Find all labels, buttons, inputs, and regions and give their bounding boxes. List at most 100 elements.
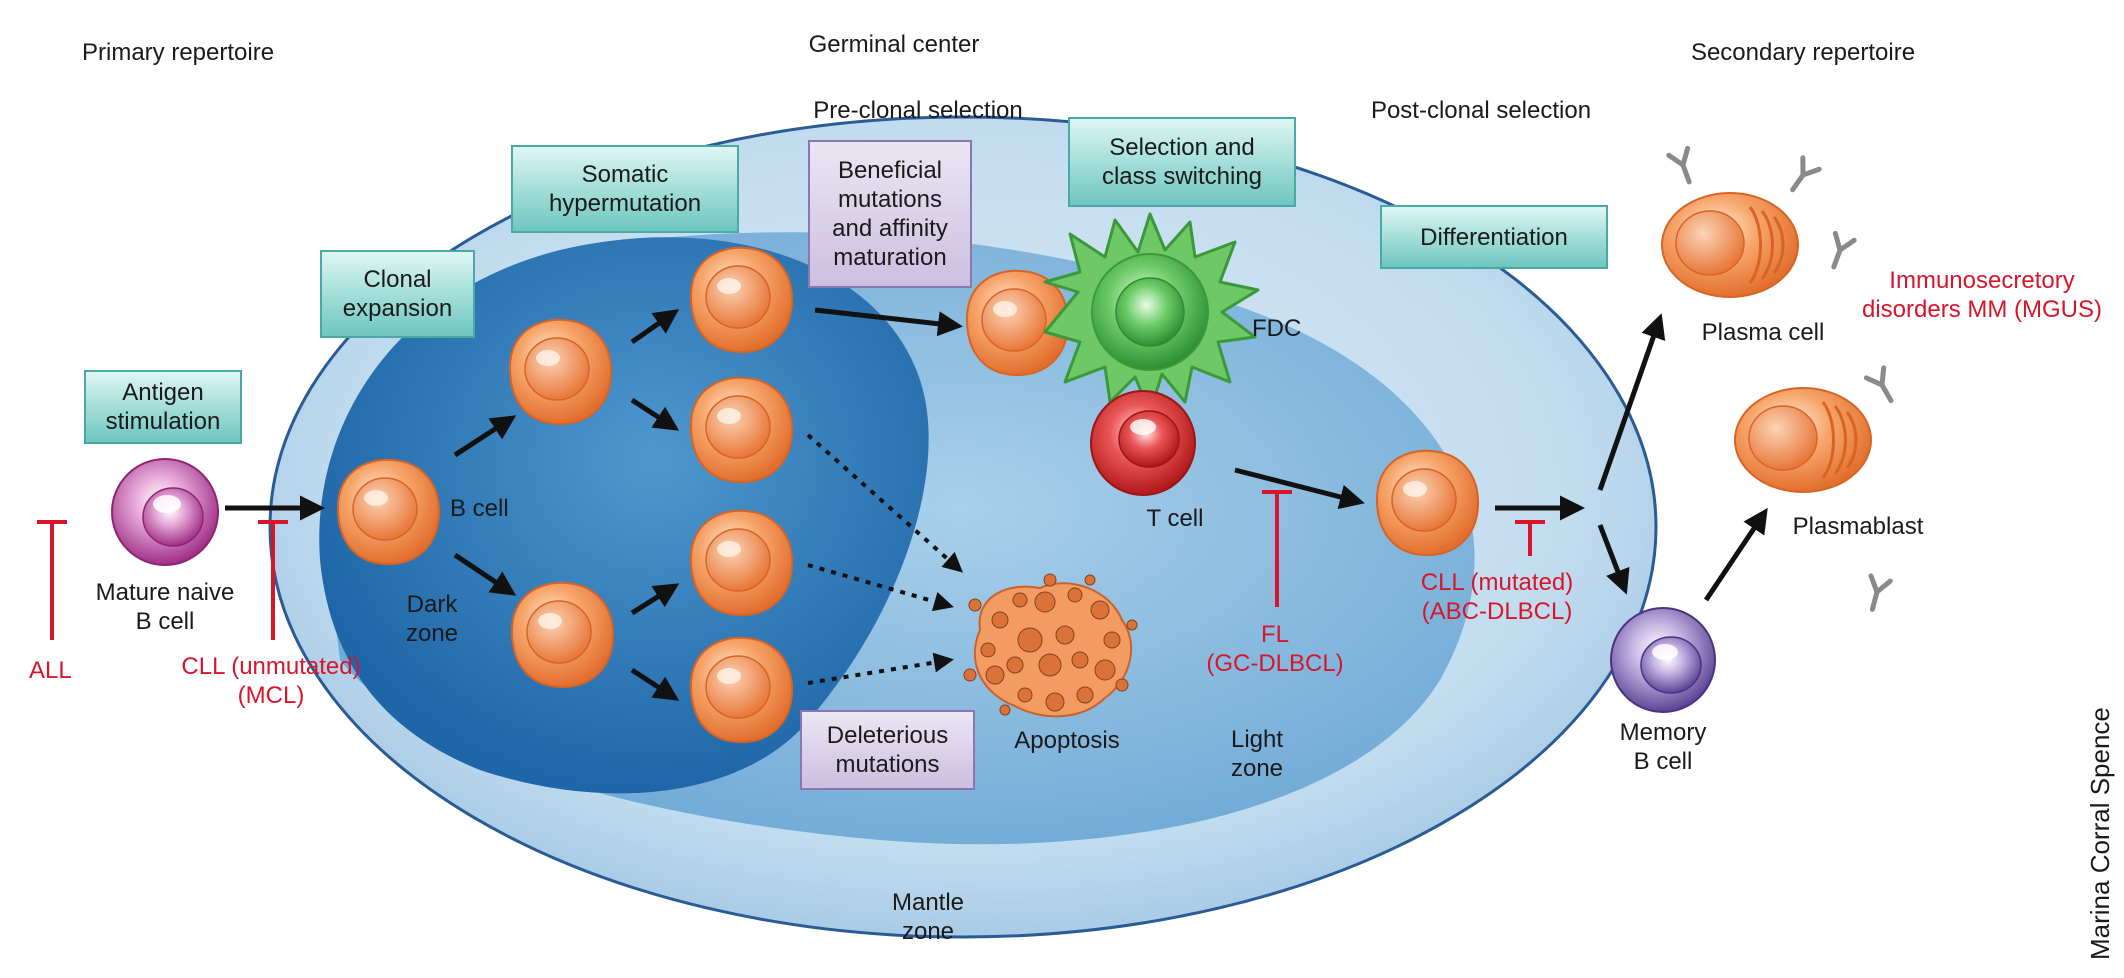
antibody-icon [1669,148,1699,185]
block-cll-unmutated [258,520,288,640]
label-line: FL [1260,621,1289,648]
box-line: Somatic [581,161,669,188]
germinal-center-label: Germinal center [808,31,980,58]
box-line: expansion [342,295,453,322]
disease-cll-unmutated-label: CLL (unmutated)(MCL) [181,652,360,710]
arrow-upper-top [630,309,680,345]
box-line: mutations [837,186,943,213]
label-line: Light [1230,726,1284,753]
label-line: CLL (mutated) [1420,569,1574,596]
arrow-upper-bottom [630,397,680,431]
artist-credit: Marina Corral Spence [2085,707,2115,960]
label-line: B cell [135,608,195,635]
block-all [37,520,67,640]
t-cell [1090,390,1196,496]
apoptosis-label: Apoptosis [1014,727,1120,754]
memory-b-cell [1610,607,1716,713]
b-cell-mutant-4 [690,636,794,744]
box-line: class switching [1101,163,1263,190]
box-line: mutations [835,751,940,778]
label-line: Mature naive [95,579,235,606]
arrow-to-selection [814,307,963,337]
label-line: zone [405,620,459,647]
box-line: Clonal [363,266,432,293]
arrow-to-upper-cell [453,415,517,458]
progression-arrows [225,307,1768,701]
box-line: Antigen [122,379,204,406]
b-cell-mutant-3 [690,509,794,617]
apoptosis-arrows [806,433,963,685]
antibody-icon [1784,158,1819,196]
plasma-cell-label: Plasma cell [1701,319,1825,346]
label-line: (MCL) [237,682,305,709]
label-line: disorders MM (MGUS) [1861,296,2103,323]
disease-cll-mutated-label: CLL (mutated)(ABC-DLBCL) [1421,568,1574,626]
label-line: Dark [406,591,458,618]
label-line: (GC-DLBCL) [1206,650,1344,677]
label-line: Memory [1619,719,1707,746]
box-line: Beneficial [837,157,943,184]
block-markers [37,490,1545,640]
b-cell-founder [337,458,441,566]
dotted-arrow-1 [806,433,963,573]
b-cell-mutant-1 [690,246,794,354]
box-line: maturation [833,244,947,271]
label-line: CLL (unmutated) [181,653,361,680]
box-line: Deleterious [826,722,949,749]
box-line: Differentiation [1420,223,1568,251]
mature-naive-b-cell [111,458,219,566]
label-line: B cell [1633,748,1693,775]
b-cell-lower [511,581,615,689]
box-line: stimulation [105,408,221,435]
arrow-memory-to-plasmablast [1703,507,1768,602]
label-line: zone [901,918,955,945]
b-cell-post-selection [1376,449,1480,557]
label-line: Mantle [891,889,965,916]
block-cll-mutated [1515,520,1545,556]
plasmablast-cell [1734,387,1872,493]
fdc-label: FDC [1252,315,1302,342]
b-cell-upper [509,318,613,426]
antibody-icon [1824,233,1854,270]
post-clonal-selection-label: Post-clonal selection [1370,97,1592,124]
antibody-icon [1866,368,1899,406]
t-cell-label: T cell [1146,505,1204,532]
arrow-lower-bottom [630,667,680,701]
differentiation-box: Differentiation [1380,205,1608,269]
arrow-to-lower-cell [453,552,517,596]
label-line: (ABC-DLBCL) [1421,598,1573,625]
plasmablast-label: Plasmablast [1792,513,1924,540]
apoptotic-body [963,573,1138,718]
fdc-cell [1043,212,1260,414]
box-line: Selection and [1109,134,1255,161]
primary-repertoire-label: Primary repertoire [82,39,275,66]
arrow-tcell-to-cell [1234,467,1365,510]
disease-all-label: ALL [29,657,72,684]
arrow-to-memory [1597,524,1630,595]
label-line: Immunosecretory [1889,267,2075,294]
plasma-cell [1661,192,1799,298]
dotted-arrow-2 [807,563,954,612]
b-cell-label: B cell [450,495,509,522]
label-line: zone [1230,755,1284,782]
arrow-lower-top [630,583,680,616]
pre-clonal-selection-label: Pre-clonal selection [813,97,1023,124]
box-line: and affinity [832,215,948,242]
arrow-to-plasma [1597,313,1666,491]
box-line: hypermutation [548,190,702,217]
b-cell-mutant-2 [690,376,794,484]
secondary-repertoire-label: Secondary repertoire [1690,39,1916,66]
